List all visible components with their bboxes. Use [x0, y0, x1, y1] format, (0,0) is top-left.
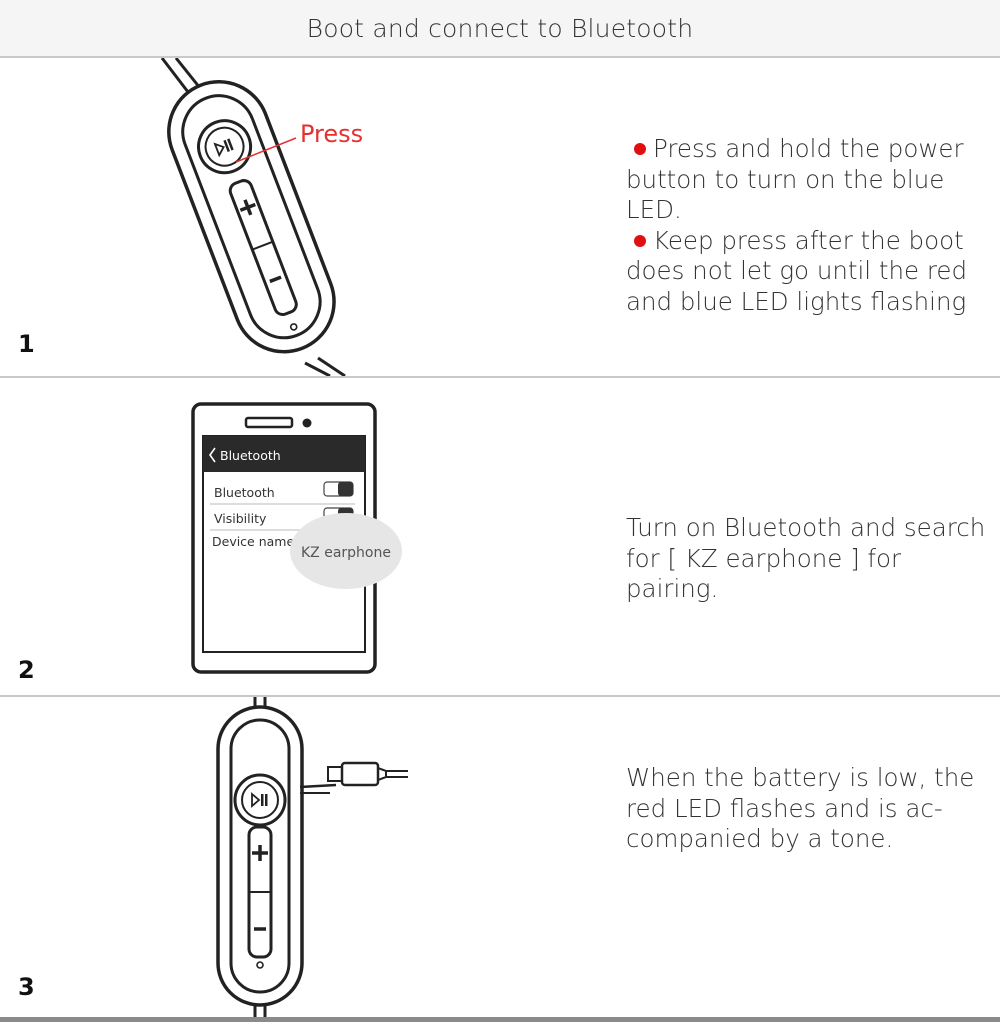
- kz-earphone-bubble: KZ earphone: [301, 545, 391, 561]
- red-bullet-icon: [634, 234, 646, 247]
- step-1-description: Press and hold the power button to turn …: [626, 134, 986, 317]
- divider: [0, 695, 1000, 697]
- page-title: Boot and connect to Bluetooth: [306, 13, 694, 43]
- phone-illustration: Bluetooth Bluetooth Visibility Device na…: [191, 402, 402, 674]
- remote-charging-illustration: [216, 697, 408, 1020]
- step-number: 3: [18, 973, 35, 1001]
- phone-row-label: Device name: [212, 534, 294, 549]
- press-callout: Press: [300, 120, 363, 148]
- bottom-border: [0, 1017, 1000, 1022]
- text-line: LED.: [626, 195, 682, 224]
- step-3-panel: 3 When the battery is low, the red LED f…: [0, 697, 1000, 1020]
- step-2-panel: Bluetooth Bluetooth Visibility Device na…: [0, 378, 1000, 695]
- step-number: 2: [18, 656, 35, 684]
- phone-nav-title: Bluetooth: [220, 448, 281, 463]
- step-number: 1: [18, 330, 35, 358]
- step-1-panel: Press 1 Press and hold the power button …: [0, 58, 1000, 376]
- phone-row-label: Bluetooth: [214, 485, 275, 500]
- page-header: Boot and connect to Bluetooth: [0, 0, 1000, 58]
- text-line: and blue LED lights flashing: [626, 286, 967, 316]
- bullet-line: Press and hold the power: [626, 134, 986, 165]
- red-bullet-icon: [634, 143, 646, 155]
- text-line: does not let go until the red: [626, 256, 968, 285]
- text-line: companied by a tone.: [626, 824, 894, 853]
- text-line: for [ KZ earphone ] for pairing.: [626, 543, 902, 604]
- text-line: red LED flashes and is ac-: [626, 793, 943, 823]
- usb-cable-icon: [327, 761, 408, 787]
- step-2-description: Turn on Bluetooth and search for [ KZ ea…: [626, 513, 986, 605]
- text-line: Turn on Bluetooth and search: [626, 513, 986, 542]
- text-line: button to turn on the blue: [626, 164, 945, 194]
- step-3-description: When the battery is low, the red LED fla…: [626, 763, 986, 855]
- remote-control-illustration: Press: [160, 58, 363, 376]
- bullet-line: Keep press after the boot: [626, 226, 986, 257]
- phone-row-label: Visibility: [214, 511, 267, 526]
- divider: [0, 376, 1000, 378]
- toggle-switch-icon: [323, 481, 354, 497]
- text-line: When the battery is low, the: [626, 763, 975, 792]
